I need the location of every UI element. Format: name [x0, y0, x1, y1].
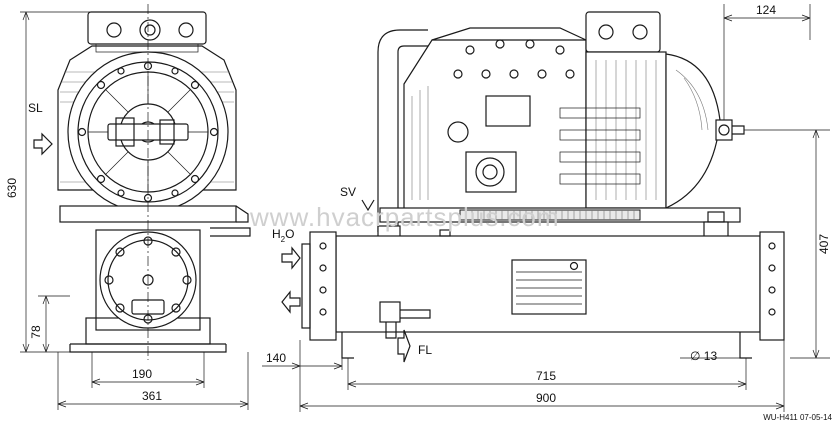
watermark: www.hvacrpartsplus.com — [249, 202, 560, 232]
dim-foot-spacing: 715 — [536, 369, 556, 383]
dim-offset-left: 140 — [266, 351, 286, 365]
dim-height-total: 630 — [5, 178, 19, 198]
label-suction: SL — [28, 101, 43, 115]
label-water-h: H — [272, 227, 281, 241]
dim-right-height: 407 — [817, 234, 831, 254]
flange-bolts — [104, 236, 192, 324]
label-water-sub: 2 — [281, 235, 286, 244]
dim-side-width: 361 — [142, 389, 162, 403]
dim-base-height: 78 — [29, 325, 43, 339]
front-view-dimensions — [262, 4, 830, 412]
label-fluid: FL — [418, 343, 432, 357]
shell-flange-bolts — [319, 242, 776, 316]
drawing-code: WU-H411 07-05-14 — [763, 413, 832, 422]
side-view-dimensions — [20, 11, 249, 410]
dim-right-offset: 124 — [756, 3, 776, 17]
side-view — [33, 4, 251, 360]
dim-hole-diameter: ∅ 13 — [690, 349, 717, 363]
front-view — [281, 11, 785, 363]
dim-foot-width: 190 — [132, 367, 152, 381]
label-water: H2O — [272, 227, 294, 244]
dim-length-total: 900 — [536, 391, 556, 405]
label-water-o: O — [285, 227, 294, 241]
label-discharge: SV — [340, 185, 356, 199]
